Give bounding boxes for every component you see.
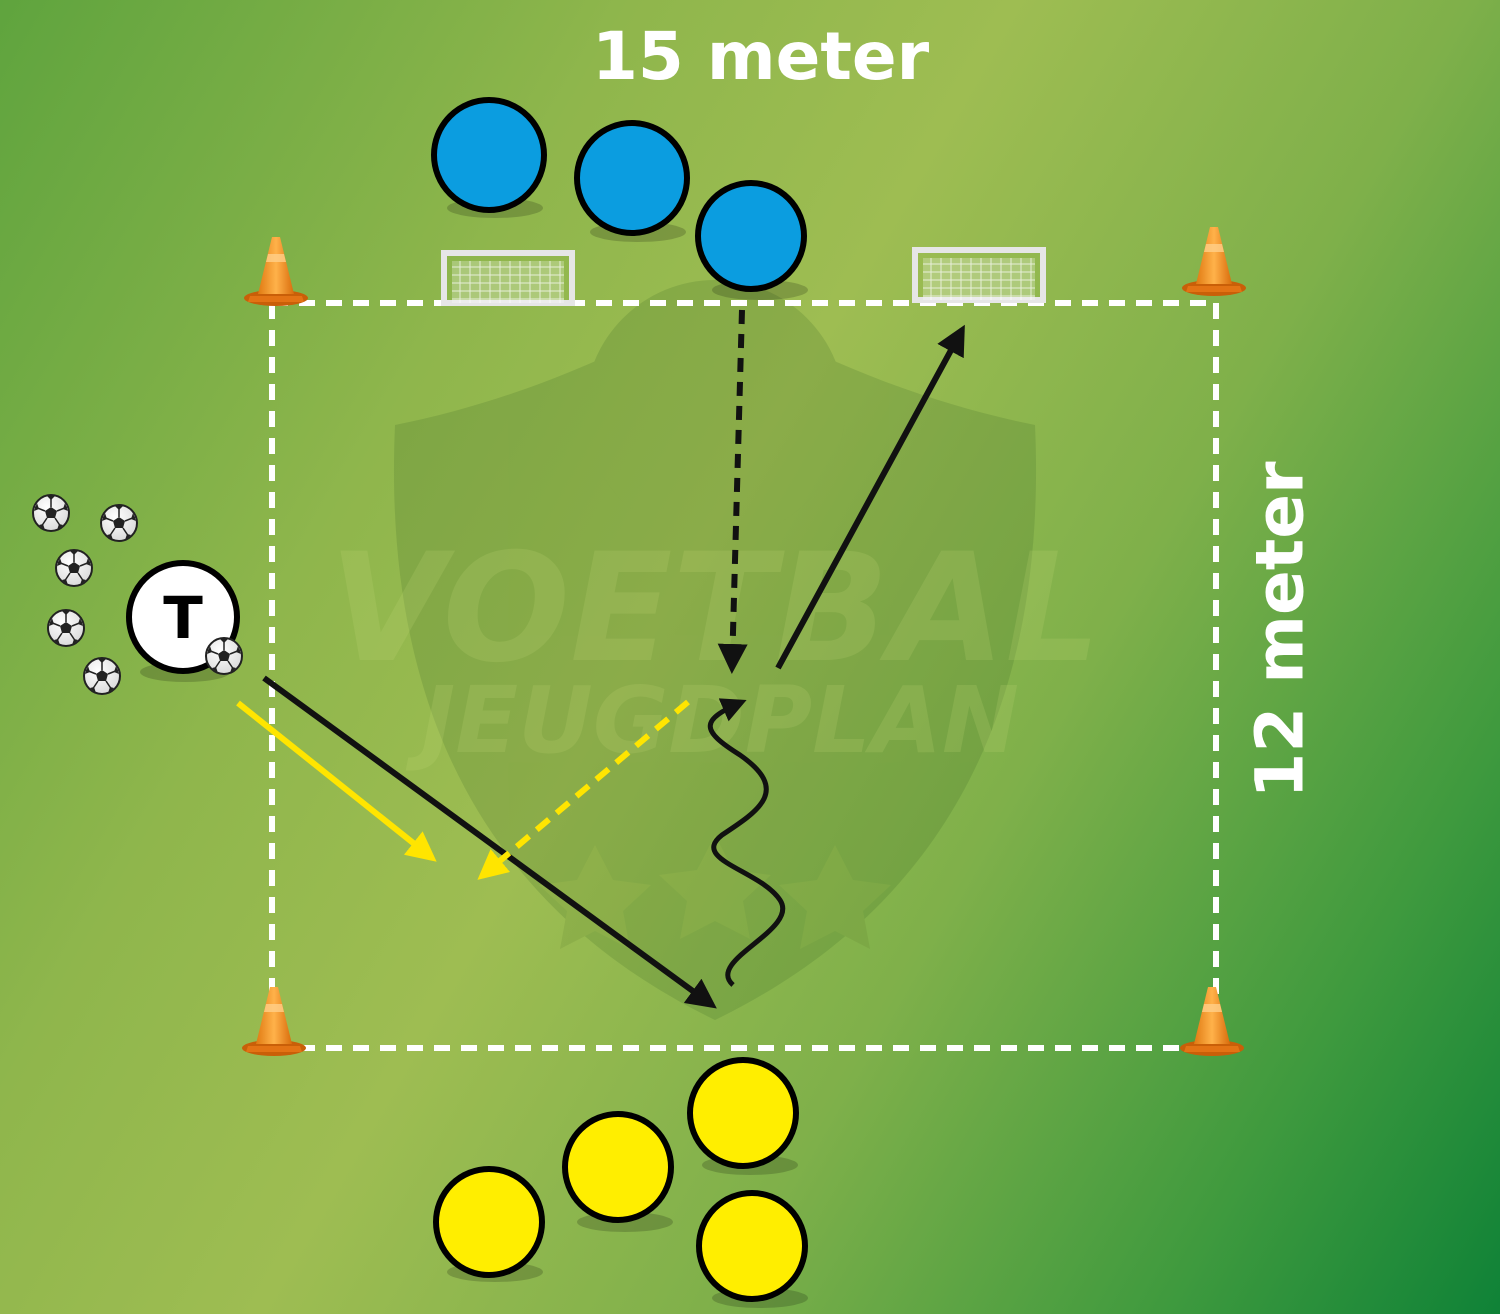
- mini-goal-right: [915, 250, 1043, 300]
- yellow-player: [562, 1111, 674, 1223]
- cone-bottom-right: [1180, 987, 1244, 1056]
- watermark-text: VOETBAL JEUGDPLAN: [329, 522, 1101, 774]
- shot-arrow: [775, 324, 965, 670]
- cone-top-left: [244, 237, 308, 306]
- field-width-label: 15 meter: [592, 18, 930, 95]
- field-height-label: 12 meter: [1241, 461, 1319, 799]
- yellow-player: [687, 1057, 799, 1169]
- yellow-run-arrow: [236, 700, 437, 862]
- yellow-player: [696, 1190, 808, 1302]
- yellow-player: [433, 1166, 545, 1278]
- mini-goal-left: [444, 253, 572, 303]
- movement-arrows: [236, 309, 965, 1009]
- dribble-arrow: [707, 698, 786, 987]
- ball-icon: [32, 494, 70, 532]
- watermark-logo: [393, 280, 1037, 1020]
- ball-icon: [55, 549, 93, 587]
- blue-player: [431, 97, 547, 213]
- blue-player: [695, 180, 807, 292]
- ball-icon: [100, 504, 138, 542]
- watermark-line1: VOETBAL: [329, 522, 1101, 696]
- ball-icon: [47, 609, 85, 647]
- pass-arrow-coach: [262, 675, 717, 1009]
- coach-letter: T: [163, 584, 203, 652]
- cone-top-right: [1182, 227, 1246, 296]
- spare-balls: [32, 494, 138, 695]
- blue-run-arrow: [717, 309, 748, 674]
- cone-bottom-left: [242, 987, 306, 1056]
- coach-ball-icon: [205, 637, 243, 675]
- blue-team: [431, 97, 808, 300]
- blue-player: [574, 120, 690, 236]
- coach: T: [126, 560, 243, 682]
- ball-icon: [83, 657, 121, 695]
- yellow-pass-arrow: [477, 699, 690, 880]
- field-boundary: [269, 300, 1219, 1051]
- yellow-team: [433, 1057, 808, 1308]
